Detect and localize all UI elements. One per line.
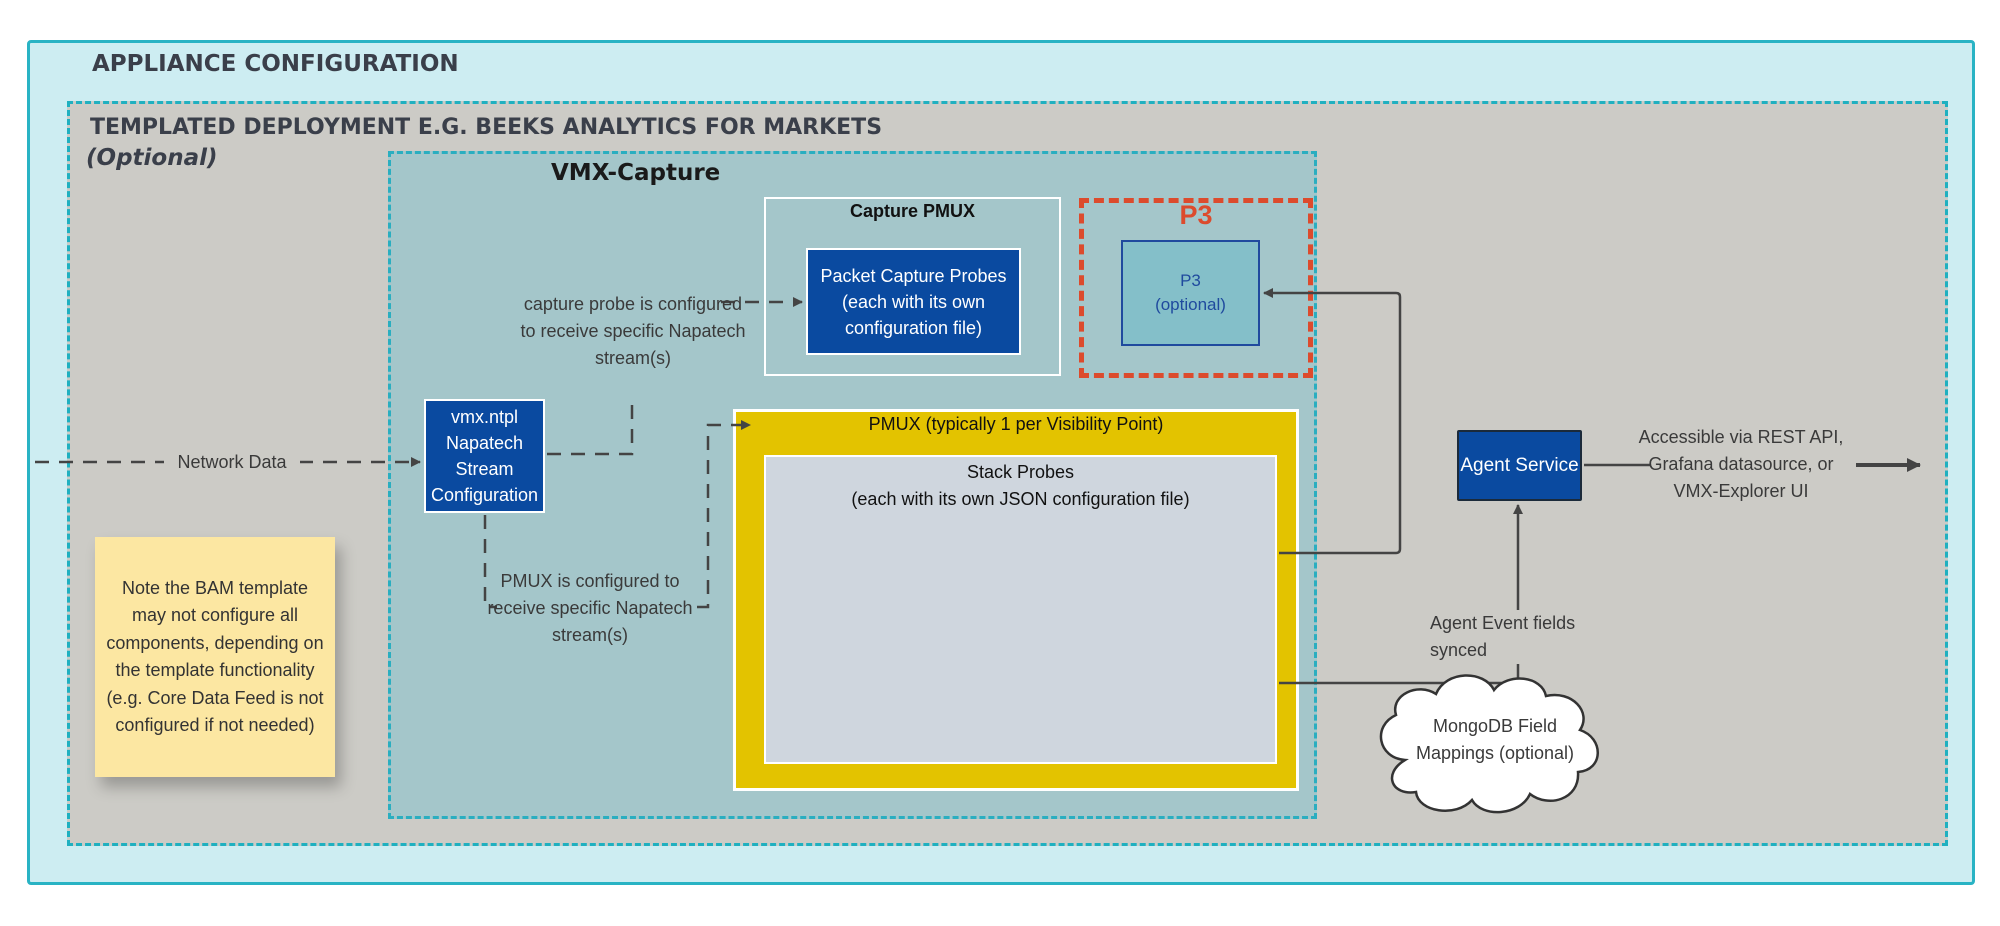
stack-to-p3-arrow xyxy=(1263,288,1402,555)
ntpl-to-capture-pmux-connector xyxy=(547,399,634,456)
stack-probes-box xyxy=(764,455,1277,764)
ntpl-line: Napatech xyxy=(445,433,524,453)
pmux-title: PMUX (typically 1 per Visibility Point) xyxy=(868,414,1164,434)
agent-event-fields-label: Agent Event fields synced xyxy=(1430,613,1576,660)
stack-probes-title: Stack Probes xyxy=(966,462,1075,482)
stack-probes-label: Stack Probes (each with its own JSON con… xyxy=(764,459,1277,513)
packet-capture-probes-label: Packet Capture Probes (each with its own… xyxy=(820,265,1007,338)
mongodb-field-mappings-label: MongoDB Field Mappings (optional) xyxy=(1415,716,1575,763)
ntpl-to-pmux-connector xyxy=(483,515,497,609)
mongodb-cloud-shape xyxy=(1379,674,1599,814)
templated-deployment-optional-label: (Optional) xyxy=(86,145,218,171)
appliance-configuration-title: APPLIANCE CONFIGURATION xyxy=(92,51,459,77)
accessible-via-label: Accessible via REST API, Grafana datasou… xyxy=(1638,427,1844,501)
p3-box-label: P3 xyxy=(1180,271,1201,290)
network-data-label: Network Data xyxy=(164,449,300,476)
ntpl-line: Stream xyxy=(455,459,514,479)
p3-box: P3 (optional) xyxy=(1121,240,1260,346)
ntpl-line: vmx.ntpl xyxy=(450,407,518,427)
bam-template-note-text: Note the BAM template may not configure … xyxy=(106,577,324,736)
pmux-config-label: PMUX is configured to receive specific N… xyxy=(487,571,693,645)
templated-deployment-title: TEMPLATED DEPLOYMENT E.G. BEEKS ANALYTIC… xyxy=(90,115,883,140)
capture-pmux-title: Capture PMUX xyxy=(849,201,975,221)
vmx-capture-title: VMX-Capture xyxy=(551,160,721,186)
p3-box-optional: (optional) xyxy=(1155,295,1226,314)
packet-capture-probes-box: Packet Capture Probes (each with its own… xyxy=(806,248,1021,355)
capture-probe-config-label: capture probe is configured to receive s… xyxy=(520,294,746,368)
stack-probes-subtitle: (each with its own JSON configuration fi… xyxy=(851,489,1190,509)
ntpl-line: Configuration xyxy=(430,485,539,505)
bam-template-note: Note the BAM template may not configure … xyxy=(95,537,335,777)
agent-service-box: Agent Service xyxy=(1457,430,1582,501)
ntpl-config-box: vmx.ntpl Napatech Stream Configuration xyxy=(424,399,545,513)
p3-group xyxy=(1079,198,1313,378)
pmux-configured-to-pmux-arrow xyxy=(697,420,751,609)
agent-service-label: Agent Service xyxy=(1460,455,1579,476)
p3-title: P3 xyxy=(1179,200,1213,230)
